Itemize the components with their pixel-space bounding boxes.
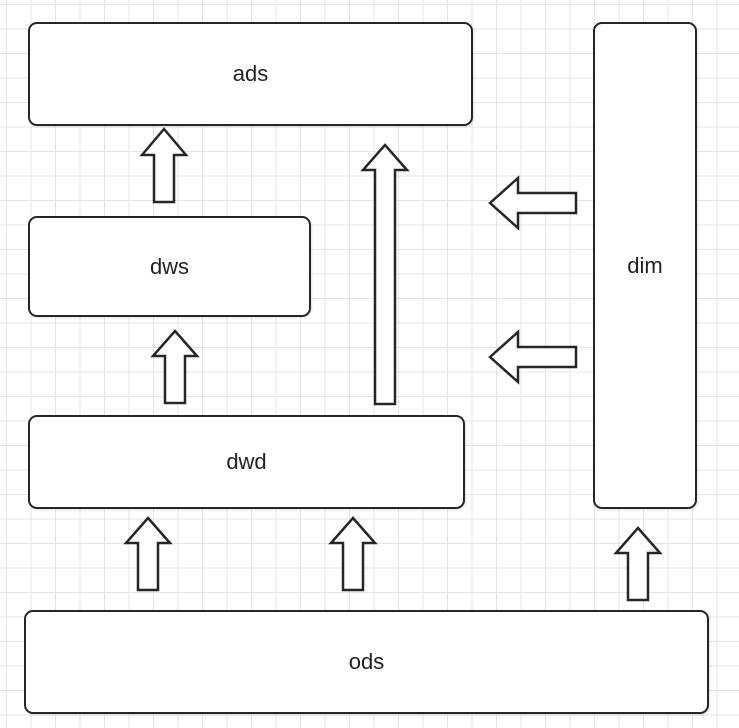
arrow-ods-to-dwd-right bbox=[328, 516, 378, 592]
layer-ods-box: ods bbox=[24, 610, 709, 714]
arrow-dws-to-ads bbox=[139, 127, 189, 204]
arrow-ods-to-dwd-left bbox=[123, 516, 173, 592]
arrow-dwd-to-dws bbox=[150, 329, 200, 405]
arrow-dim-lower bbox=[488, 329, 578, 385]
layer-dim-box: dim bbox=[593, 22, 697, 509]
arrow-dwd-to-ads bbox=[360, 143, 410, 406]
layer-ods-label: ods bbox=[348, 649, 385, 674]
layer-dim-label: dim bbox=[627, 252, 663, 278]
layer-dwd-label: dwd bbox=[226, 449, 267, 474]
layer-ads-box: ads bbox=[28, 22, 473, 126]
arrow-ods-to-dim bbox=[613, 526, 663, 602]
layer-dws-label: dws bbox=[149, 253, 190, 279]
layer-dws-box: dws bbox=[28, 216, 311, 317]
layer-ads-label: ads bbox=[232, 61, 269, 86]
layer-dwd-box: dwd bbox=[28, 415, 465, 509]
arrow-dim-upper bbox=[488, 175, 578, 231]
